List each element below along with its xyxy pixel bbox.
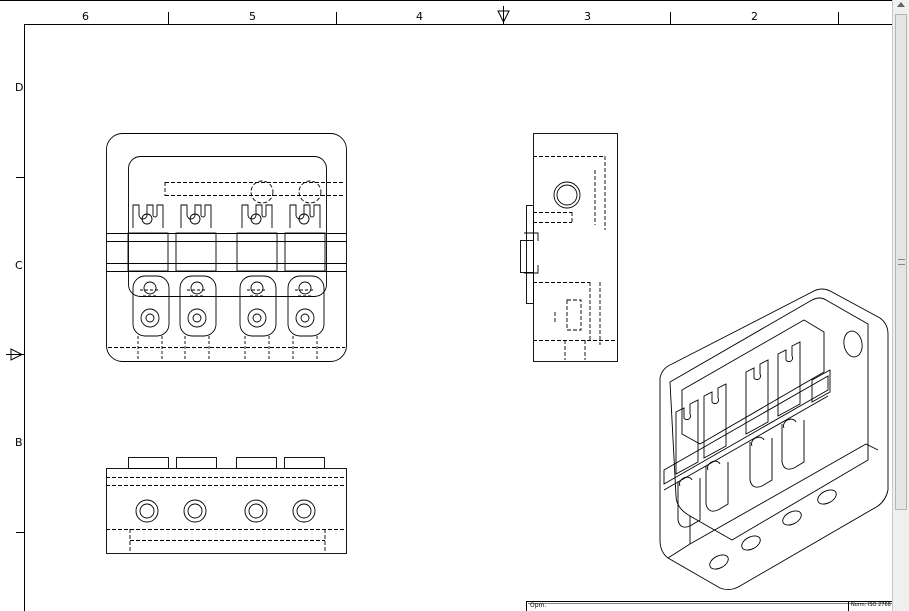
row-label-d: D bbox=[15, 81, 24, 94]
iso-terminal-2 bbox=[703, 383, 729, 512]
title-block-norm-label: Norm: ISO 2768 m K bbox=[851, 602, 903, 608]
bottom-view[interactable] bbox=[106, 457, 347, 554]
column-label-6: 6 bbox=[82, 10, 89, 23]
vertical-scrollbar[interactable] bbox=[892, 0, 909, 611]
iso-terminal-3 bbox=[745, 359, 773, 488]
column-label-4: 4 bbox=[416, 10, 423, 23]
front-terminal-3 bbox=[236, 204, 278, 360]
front-view[interactable] bbox=[106, 133, 347, 362]
top-centering-mark bbox=[497, 6, 510, 24]
side-view[interactable] bbox=[520, 133, 618, 362]
column-label-3: 3 bbox=[584, 10, 591, 23]
grip-icon bbox=[898, 259, 905, 265]
row-label-c: C bbox=[15, 259, 23, 272]
title-block[interactable] bbox=[526, 601, 892, 611]
row-label-b: B bbox=[15, 436, 23, 449]
vertical-scrollbar-thumb[interactable] bbox=[895, 14, 907, 510]
iso-terminal-1 bbox=[675, 399, 701, 528]
column-label-2: 2 bbox=[751, 10, 758, 23]
iso-terminal-4 bbox=[777, 341, 805, 470]
front-terminal-1 bbox=[127, 204, 170, 360]
column-label-5: 5 bbox=[249, 10, 256, 23]
isometric-view[interactable] bbox=[659, 288, 889, 591]
left-centering-mark bbox=[6, 348, 24, 361]
front-terminal-2 bbox=[175, 204, 217, 360]
front-terminal-4 bbox=[284, 204, 326, 360]
title-block-label: Opm. bbox=[530, 602, 547, 609]
bottom-terminal-tabs bbox=[128, 457, 325, 469]
scroll-up-arrow-icon[interactable] bbox=[897, 2, 905, 7]
